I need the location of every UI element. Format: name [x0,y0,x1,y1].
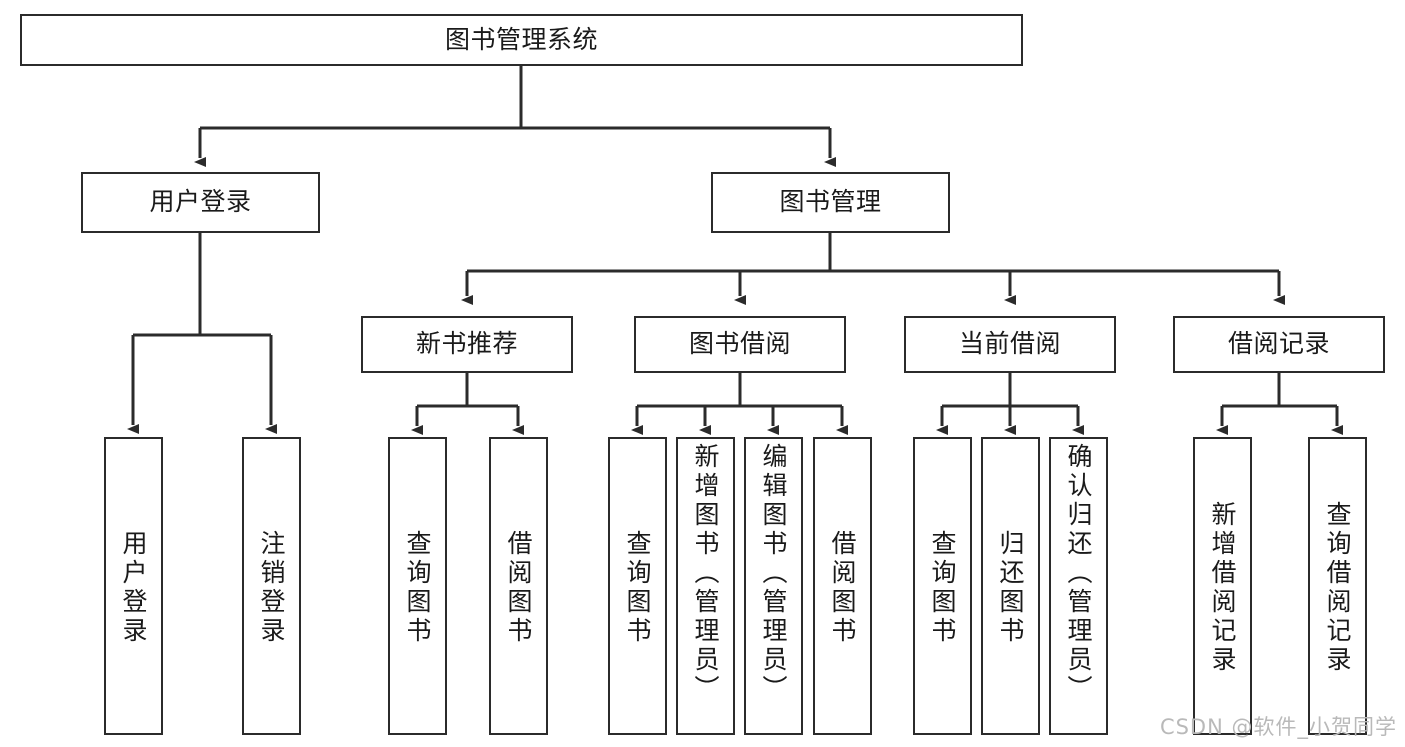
node-leaf-user-login[interactable]: 用户登录 [104,437,163,735]
node-leaf-return-book[interactable]: 归还图书 [981,437,1040,735]
node-borrow-record-label: 借阅记录 [1227,329,1330,359]
node-leaf-query-book-1[interactable]: 查询图书 [388,437,447,735]
node-leaf-user-login-label: 用户登录 [119,530,148,646]
node-current-borrow[interactable]: 当前借阅 [904,316,1116,373]
node-book-borrow[interactable]: 图书借阅 [634,316,846,373]
node-leaf-add-book-label: 新增图书（管理员） [691,443,720,704]
node-current-borrow-label: 当前借阅 [958,329,1061,359]
node-leaf-user-logout[interactable]: 注销登录 [242,437,301,735]
node-leaf-borrow-book-1[interactable]: 借阅图书 [489,437,548,735]
node-leaf-borrow-book-2-label: 借阅图书 [828,530,857,646]
node-leaf-query-book-2-label: 查询图书 [623,530,652,646]
node-leaf-query-book-3-label: 查询图书 [928,530,957,646]
node-leaf-query-book-1-label: 查询图书 [403,530,432,646]
node-leaf-query-record[interactable]: 查询借阅记录 [1308,437,1367,735]
node-root-system[interactable]: 图书管理系统 [20,14,1023,66]
node-leaf-query-book-2[interactable]: 查询图书 [608,437,667,735]
node-root-system-label: 图书管理系统 [444,24,598,54]
node-leaf-query-record-label: 查询借阅记录 [1323,501,1352,675]
node-leaf-add-record[interactable]: 新增借阅记录 [1193,437,1252,735]
node-leaf-edit-book[interactable]: 编辑图书（管理员） [744,437,803,735]
node-book-management-label: 图书管理 [779,187,882,217]
node-book-management[interactable]: 图书管理 [711,172,950,233]
node-new-book-recommend-label: 新书推荐 [415,329,518,359]
node-leaf-edit-book-label: 编辑图书（管理员） [759,443,788,704]
node-leaf-borrow-book-2[interactable]: 借阅图书 [813,437,872,735]
node-leaf-query-book-3[interactable]: 查询图书 [913,437,972,735]
node-leaf-add-book[interactable]: 新增图书（管理员） [676,437,735,735]
node-leaf-borrow-book-1-label: 借阅图书 [504,530,533,646]
node-leaf-confirm-return-label: 确认归还（管理员） [1064,443,1093,704]
node-new-book-recommend[interactable]: 新书推荐 [361,316,573,373]
node-leaf-confirm-return[interactable]: 确认归还（管理员） [1049,437,1108,735]
node-leaf-user-logout-label: 注销登录 [257,530,286,646]
node-user-login[interactable]: 用户登录 [81,172,320,233]
node-book-borrow-label: 图书借阅 [688,329,791,359]
node-leaf-add-record-label: 新增借阅记录 [1208,501,1237,675]
node-user-login-label: 用户登录 [149,187,252,217]
node-leaf-return-book-label: 归还图书 [996,530,1025,646]
node-borrow-record[interactable]: 借阅记录 [1173,316,1385,373]
